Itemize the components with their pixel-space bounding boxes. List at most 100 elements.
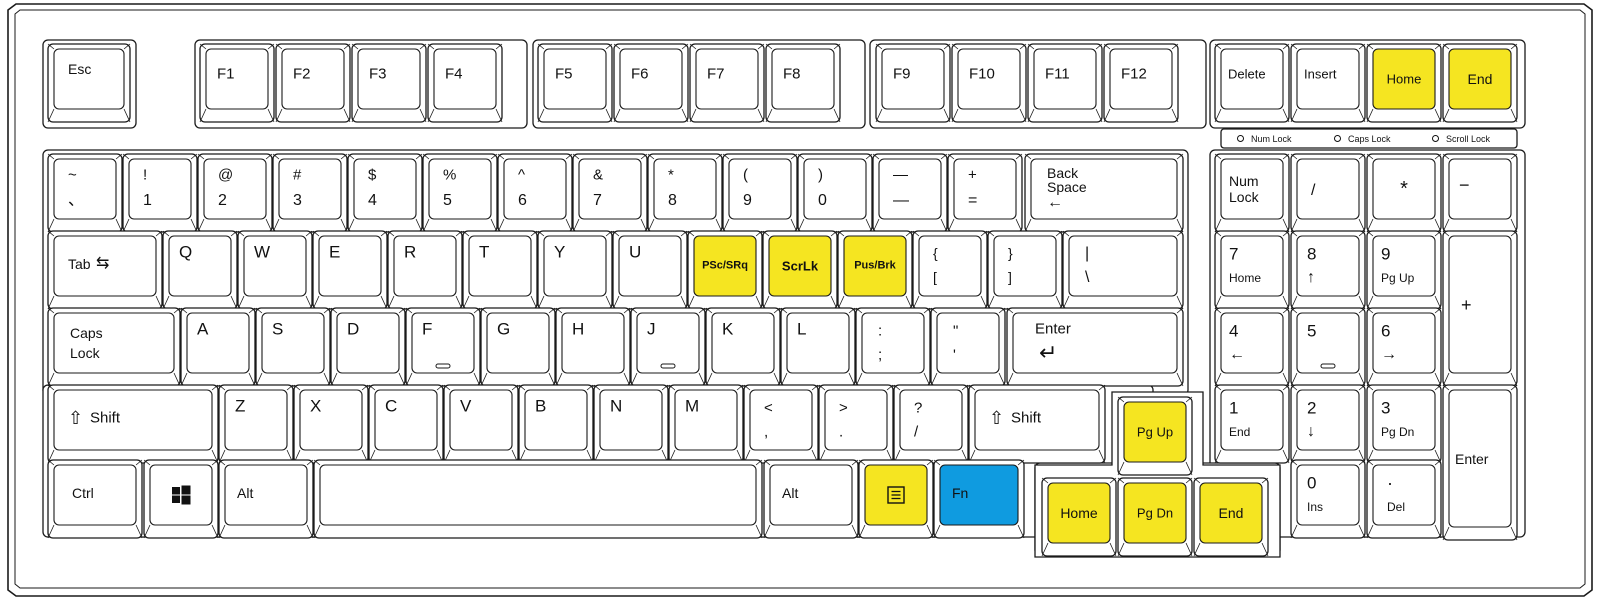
key-quote[interactable] bbox=[930, 307, 1006, 387]
key-grave[interactable] bbox=[47, 153, 123, 233]
key-numpad-3[interactable] bbox=[1366, 384, 1442, 464]
key-comma[interactable] bbox=[743, 384, 819, 464]
homing-bump bbox=[660, 363, 676, 369]
key-numpad-dot[interactable] bbox=[1366, 459, 1442, 539]
key-x[interactable] bbox=[293, 384, 369, 464]
key-y[interactable] bbox=[537, 230, 613, 310]
key-h[interactable] bbox=[555, 307, 631, 387]
key-numpad-2[interactable] bbox=[1290, 384, 1366, 464]
key-q[interactable] bbox=[162, 230, 238, 310]
key-f12[interactable] bbox=[1103, 43, 1179, 123]
key-f8[interactable] bbox=[765, 43, 841, 123]
key-esc[interactable] bbox=[47, 43, 131, 123]
key-left-ctrl[interactable] bbox=[47, 459, 143, 539]
key-c[interactable] bbox=[368, 384, 444, 464]
key-caps-lock[interactable] bbox=[47, 307, 181, 387]
key-n8[interactable] bbox=[647, 153, 723, 233]
key-r[interactable] bbox=[387, 230, 463, 310]
key-numpad-6-legend: 6 bbox=[1381, 321, 1391, 341]
key-delete[interactable] bbox=[1214, 43, 1290, 123]
key-n5[interactable] bbox=[422, 153, 498, 233]
key-f[interactable] bbox=[405, 307, 481, 387]
key-n9[interactable] bbox=[722, 153, 798, 233]
key-slash[interactable] bbox=[893, 384, 969, 464]
key-numpad-0[interactable] bbox=[1290, 459, 1366, 539]
key-numpad-multiply[interactable] bbox=[1366, 153, 1442, 233]
key-numpad-plus[interactable] bbox=[1442, 230, 1518, 387]
key-z[interactable] bbox=[218, 384, 294, 464]
key-f2[interactable] bbox=[275, 43, 351, 123]
key-num-lock[interactable] bbox=[1214, 153, 1290, 233]
key-space[interactable] bbox=[313, 459, 763, 539]
key-insert[interactable] bbox=[1290, 43, 1366, 123]
key-numpad-divide[interactable] bbox=[1290, 153, 1366, 233]
key-enter[interactable] bbox=[1006, 307, 1184, 387]
key-a[interactable] bbox=[180, 307, 256, 387]
key-n1[interactable] bbox=[122, 153, 198, 233]
key-menu[interactable] bbox=[858, 459, 934, 539]
key-numpad-enter[interactable] bbox=[1442, 384, 1518, 541]
key-numpad-dot-legend: · bbox=[1387, 473, 1393, 493]
key-numpad-9[interactable] bbox=[1366, 230, 1442, 310]
key-backspace[interactable] bbox=[1024, 153, 1184, 233]
key-f1[interactable] bbox=[199, 43, 275, 123]
key-w[interactable] bbox=[237, 230, 313, 310]
key-pg-dn[interactable] bbox=[1117, 477, 1193, 557]
key-n[interactable] bbox=[593, 384, 669, 464]
key-right-alt[interactable] bbox=[763, 459, 859, 539]
key-home-top[interactable] bbox=[1366, 43, 1442, 123]
key-f3[interactable] bbox=[351, 43, 427, 123]
key-right-shift[interactable] bbox=[968, 384, 1106, 464]
key-home[interactable] bbox=[1041, 477, 1117, 557]
key-psc-srq[interactable] bbox=[687, 230, 763, 310]
key-numpad-minus[interactable] bbox=[1442, 153, 1518, 233]
key-n1-legend: ! bbox=[143, 166, 148, 184]
key-lbracket[interactable] bbox=[912, 230, 988, 310]
key-numpad-6[interactable] bbox=[1366, 307, 1442, 387]
key-l[interactable] bbox=[780, 307, 856, 387]
key-f10[interactable] bbox=[951, 43, 1027, 123]
key-b[interactable] bbox=[518, 384, 594, 464]
key-e[interactable] bbox=[312, 230, 388, 310]
key-minus[interactable] bbox=[872, 153, 948, 233]
key-end[interactable] bbox=[1193, 477, 1269, 557]
key-semicolon[interactable] bbox=[855, 307, 931, 387]
key-n7[interactable] bbox=[572, 153, 648, 233]
key-j[interactable] bbox=[630, 307, 706, 387]
key-tab[interactable] bbox=[47, 230, 163, 310]
key-equal[interactable] bbox=[947, 153, 1023, 233]
key-n3[interactable] bbox=[272, 153, 348, 233]
key-n0[interactable] bbox=[797, 153, 873, 233]
key-d[interactable] bbox=[330, 307, 406, 387]
key-f6[interactable] bbox=[613, 43, 689, 123]
key-windows[interactable] bbox=[143, 459, 219, 539]
key-left-alt[interactable] bbox=[218, 459, 314, 539]
key-numpad-5[interactable] bbox=[1290, 307, 1366, 387]
key-f5[interactable] bbox=[537, 43, 613, 123]
key-s[interactable] bbox=[255, 307, 331, 387]
key-end-top[interactable] bbox=[1442, 43, 1518, 123]
key-v[interactable] bbox=[443, 384, 519, 464]
key-g[interactable] bbox=[480, 307, 556, 387]
key-rbracket[interactable] bbox=[987, 230, 1063, 310]
key-numpad-7[interactable] bbox=[1214, 230, 1290, 310]
key-k[interactable] bbox=[705, 307, 781, 387]
key-t[interactable] bbox=[462, 230, 538, 310]
key-n4[interactable] bbox=[347, 153, 423, 233]
key-f4[interactable] bbox=[427, 43, 503, 123]
key-n2[interactable] bbox=[197, 153, 273, 233]
key-u[interactable] bbox=[612, 230, 688, 310]
key-period[interactable] bbox=[818, 384, 894, 464]
key-f9[interactable] bbox=[875, 43, 951, 123]
key-f7[interactable] bbox=[689, 43, 765, 123]
key-backslash[interactable] bbox=[1062, 230, 1184, 310]
key-f11[interactable] bbox=[1027, 43, 1103, 123]
key-numpad-1[interactable] bbox=[1214, 384, 1290, 464]
key-pus-brk[interactable] bbox=[837, 230, 913, 310]
key-pg-up[interactable] bbox=[1117, 396, 1193, 476]
key-scrlk[interactable] bbox=[762, 230, 838, 310]
key-fn[interactable] bbox=[933, 459, 1025, 539]
key-numpad-8[interactable] bbox=[1290, 230, 1366, 310]
key-left-shift[interactable] bbox=[47, 384, 219, 464]
key-m[interactable] bbox=[668, 384, 744, 464]
